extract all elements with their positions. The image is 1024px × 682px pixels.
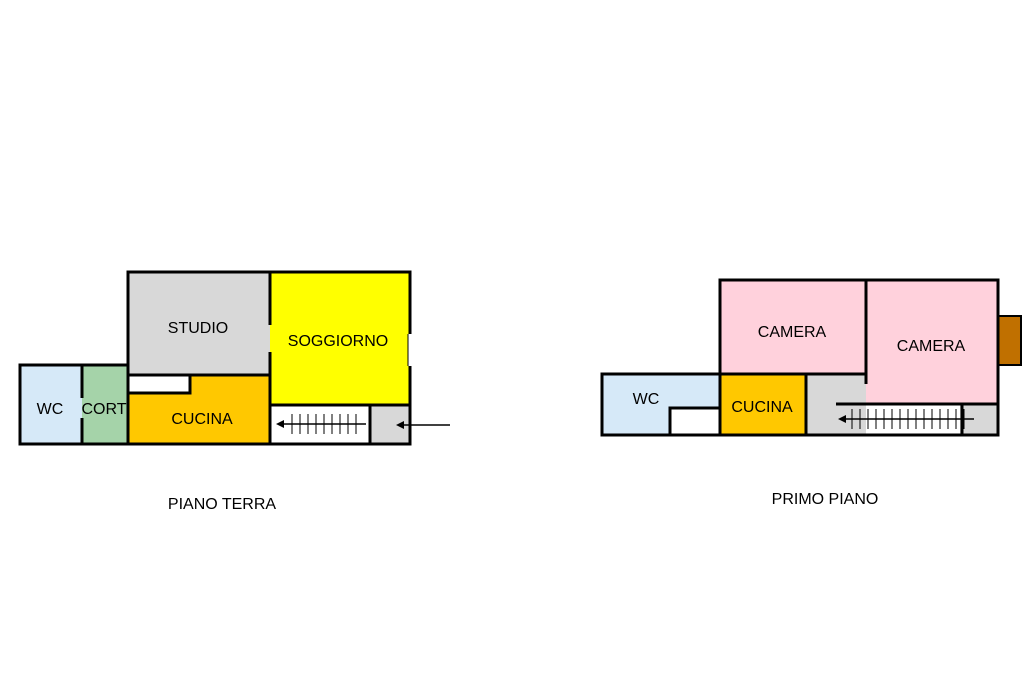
stair-arrow-icon xyxy=(838,415,846,423)
ground-cort-label: CORT xyxy=(81,401,126,418)
ground-soggiorno-room xyxy=(270,272,410,405)
first-camera-left-label: CAMERA xyxy=(758,324,827,341)
ground-floor-plan: WC CORT STUDIO SOGGIORNO CUCINA PIANO TE… xyxy=(18,270,450,513)
ground-cucina-label: CUCINA xyxy=(171,411,233,428)
first-camera-right-label: CAMERA xyxy=(897,338,966,355)
ground-cucina-room xyxy=(128,375,270,444)
first-wc-room xyxy=(602,374,720,435)
first-cucina-label: CUCINA xyxy=(731,399,793,416)
first-chimney-outline xyxy=(997,315,1022,366)
ground-wc-room xyxy=(20,365,82,444)
first-wc-label: WC xyxy=(633,391,660,408)
first-cucina-room xyxy=(720,374,806,435)
ground-wall xyxy=(128,375,192,395)
ground-floor-caption: PIANO TERRA xyxy=(168,496,277,513)
ground-wc-label: WC xyxy=(37,401,64,418)
stair-arrow-icon xyxy=(276,420,284,428)
ground-cort-room xyxy=(82,365,128,444)
ground-outer-wall xyxy=(18,270,412,446)
ground-soggiorno-label: SOGGIORNO xyxy=(288,333,388,350)
first-floor-plan: WC CAMERA CAMERA CUCINA PRIMO PIANO xyxy=(600,278,1022,508)
ground-studio-label: STUDIO xyxy=(168,320,228,337)
ground-studio-room xyxy=(128,272,270,375)
first-floor-caption: PRIMO PIANO xyxy=(772,491,879,508)
first-outer-wall xyxy=(600,278,1000,437)
first-camera-right-room xyxy=(866,280,998,404)
first-wall xyxy=(668,406,720,435)
first-stair xyxy=(838,409,974,429)
entrance-arrow-icon xyxy=(396,421,450,429)
ground-stair xyxy=(276,414,366,434)
first-chimney xyxy=(998,316,1021,365)
first-camera-left-room xyxy=(720,280,866,374)
